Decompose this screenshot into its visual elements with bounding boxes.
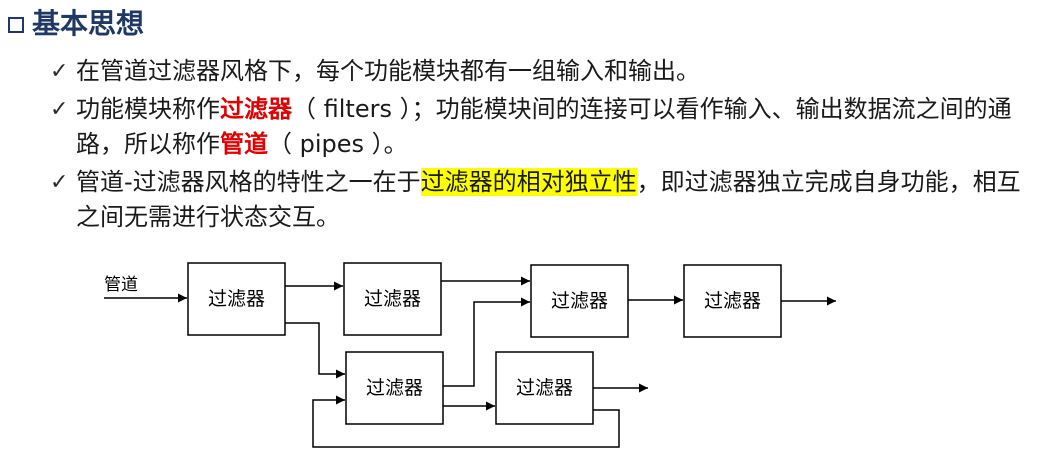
- bullet-text-part: 功能模块称作: [76, 95, 220, 123]
- square-outline-icon: [8, 17, 24, 33]
- checkmark-icon: ✓: [50, 59, 69, 84]
- filter-label: 过滤器: [516, 377, 573, 399]
- term-filters: 过滤器: [220, 95, 292, 123]
- feedback-pipe-arrow: [312, 395, 620, 448]
- filter-label: 过滤器: [364, 288, 421, 310]
- term-pipes: 管道: [220, 130, 268, 158]
- pipe-filter-diagram: 管道 过滤器 过滤器 过滤器 过滤器 过滤器 过滤器: [104, 262, 836, 448]
- bullet-list: ✓ 在管道过滤器风格下，每个功能模块都有一组输入和输出。 ✓ 功能模块称作过滤器…: [50, 54, 1040, 238]
- bullet-text: 管道-过滤器风格的特性之一在于过滤器的相对独立性，即过滤器独立完成自身功能，相互…: [76, 165, 1040, 235]
- filter-label: 过滤器: [704, 290, 761, 312]
- bullet-text: 功能模块称作过滤器（ filters ）；功能模块间的连接可以看作输入、输出数据…: [76, 92, 1040, 162]
- filter-node: 过滤器: [683, 264, 782, 338]
- bullet-text-part: （ pipes ）。: [268, 130, 408, 158]
- bullet-text-part: （ filters ）；功能模块间的连接可以看作输入、输出数据流之间的通路，所以…: [76, 95, 1012, 158]
- highlighted-phrase: 过滤器的相对独立性: [420, 168, 637, 196]
- checkmark-icon: ✓: [50, 97, 69, 122]
- filter-label: 过滤器: [366, 377, 423, 399]
- bullet-text-part: 在管道过滤器风格下，每个功能模块都有一组输入和输出。: [76, 57, 700, 85]
- filter-node: 过滤器: [343, 262, 442, 336]
- filter-node: 过滤器: [345, 351, 444, 425]
- checkmark-icon: ✓: [50, 170, 69, 195]
- bullet-text-part: 管道-过滤器风格的特性之一在于: [76, 168, 421, 196]
- filter-node: 过滤器: [530, 264, 629, 338]
- filter-label: 过滤器: [208, 288, 265, 310]
- bullet-text: 在管道过滤器风格下，每个功能模块都有一组输入和输出。: [76, 54, 1040, 89]
- filter-node: 过滤器: [495, 351, 594, 425]
- pipe-arrow: [285, 322, 345, 379]
- filter-node: 过滤器: [187, 262, 286, 336]
- section-heading: 基本思想: [8, 4, 144, 44]
- bullet-text-part: ，即过滤器独立完成自身功能，相互之间无需进行状态交互。: [76, 168, 1021, 231]
- pipe-arrow: [443, 297, 530, 387]
- bullet-item: ✓ 管道-过滤器风格的特性之一在于过滤器的相对独立性，即过滤器独立完成自身功能，…: [50, 165, 1040, 235]
- filter-label: 过滤器: [551, 290, 608, 312]
- bullet-item: ✓ 功能模块称作过滤器（ filters ）；功能模块间的连接可以看作输入、输出…: [50, 92, 1040, 162]
- bullet-item: ✓ 在管道过滤器风格下，每个功能模块都有一组输入和输出。: [50, 54, 1040, 89]
- pipe-label: 管道: [104, 275, 138, 295]
- heading-title: 基本思想: [32, 7, 145, 40]
